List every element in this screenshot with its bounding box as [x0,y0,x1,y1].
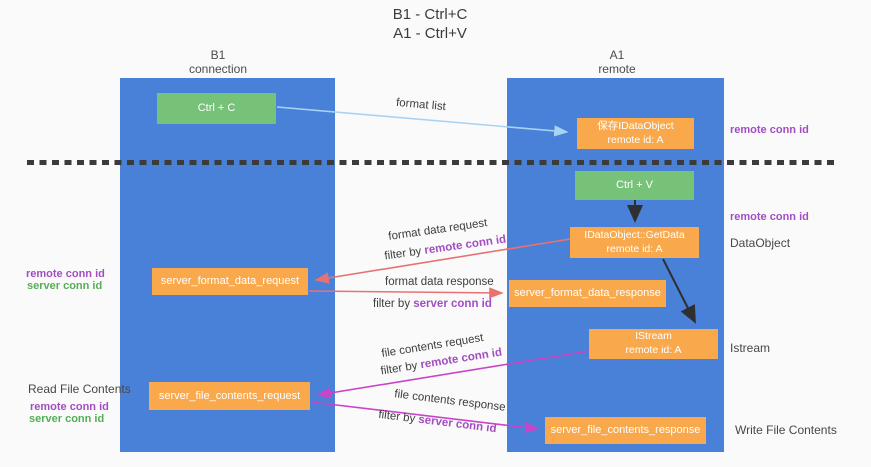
edge-label-file-contents-response: file contents response [393,388,507,414]
node-getdata-line1: IDataObject::GetData [584,228,685,241]
lane-b1-name: B1 [210,48,226,62]
node-file-response-label: server_file_contents_response [550,424,701,437]
edge-label-format-data-response-filter: filter by server conn id [373,298,492,310]
edge-label-file-contents-response-filter: filter by server conn id [378,409,497,435]
diagram-title: B1 - Ctrl+C A1 - Ctrl+V [340,6,520,44]
node-istream: IStream remote id: A [589,329,718,359]
lane-header-a1: A1 remote [559,48,675,77]
node-server-file-contents-request: server_file_contents_request [149,382,310,410]
node-format-request-label: server_format_data_request [160,275,300,288]
node-getdata-line2: remote id: A [606,242,663,255]
node-save-idataobject-line1: 保存IDataObject [597,119,674,132]
filter-key-server-conn-id: server conn id [413,298,492,310]
label-dataobject: DataObject [730,236,791,250]
label-left-remote-conn-id-top: remote conn id [26,268,105,280]
label-istream: Istream [730,341,771,355]
label-left-server-conn-id-bottom: server conn id [29,413,105,425]
node-ctrl-v-label: Ctrl + V [616,179,653,192]
node-ctrl-c: Ctrl + C [157,93,276,124]
label-right-remote-conn-id-mid: remote conn id [730,211,809,223]
node-format-response-label: server_format_data_response [514,287,661,300]
filter-key-remote-conn-id: remote conn id [423,233,507,257]
node-ctrl-c-label: Ctrl + C [197,102,236,115]
phase-divider-dashed-line [27,160,838,165]
node-file-request-label: server_file_contents_request [158,389,301,402]
filter-prefix: filter by [373,298,414,310]
node-save-idataobject: 保存IDataObject remote id: A [577,118,694,149]
lane-a1-subtitle: remote [598,62,636,77]
edge-label-format-list: format list [395,96,447,114]
filter-key-server-conn-id: server conn id [417,413,498,436]
node-idataobject-getdata: IDataObject::GetData remote id: A [570,227,699,258]
node-server-format-data-response: server_format_data_response [509,280,666,307]
lane-a1-name: A1 [609,48,625,62]
node-istream-line2: remote id: A [625,344,682,356]
lane-header-b1: B1 connection [160,48,276,77]
filter-prefix: filter by [377,408,420,426]
label-left-server-conn-id-top: server conn id [27,280,103,292]
label-read-file-contents: Read File Contents [28,382,131,396]
arrow-format-data-response [308,287,504,299]
label-left-remote-conn-id-bottom: remote conn id [30,401,109,413]
title-line-2: A1 - Ctrl+V [393,24,467,42]
node-istream-line1: IStream [635,330,672,343]
filter-prefix: filter by [379,359,422,378]
title-line-1: B1 - Ctrl+C [392,6,468,23]
label-right-remote-conn-id-top: remote conn id [730,124,809,136]
node-server-format-data-request: server_format_data_request [152,268,308,295]
edge-label-format-data-response: format data response [385,276,494,288]
label-write-file-contents: Write File Contents [735,423,837,437]
lane-b1-subtitle: connection [188,62,248,77]
node-save-idataobject-line2: remote id: A [607,133,664,146]
node-server-file-contents-response: server_file_contents_response [545,417,706,444]
filter-prefix: filter by [383,244,426,263]
node-ctrl-v: Ctrl + V [575,171,694,200]
